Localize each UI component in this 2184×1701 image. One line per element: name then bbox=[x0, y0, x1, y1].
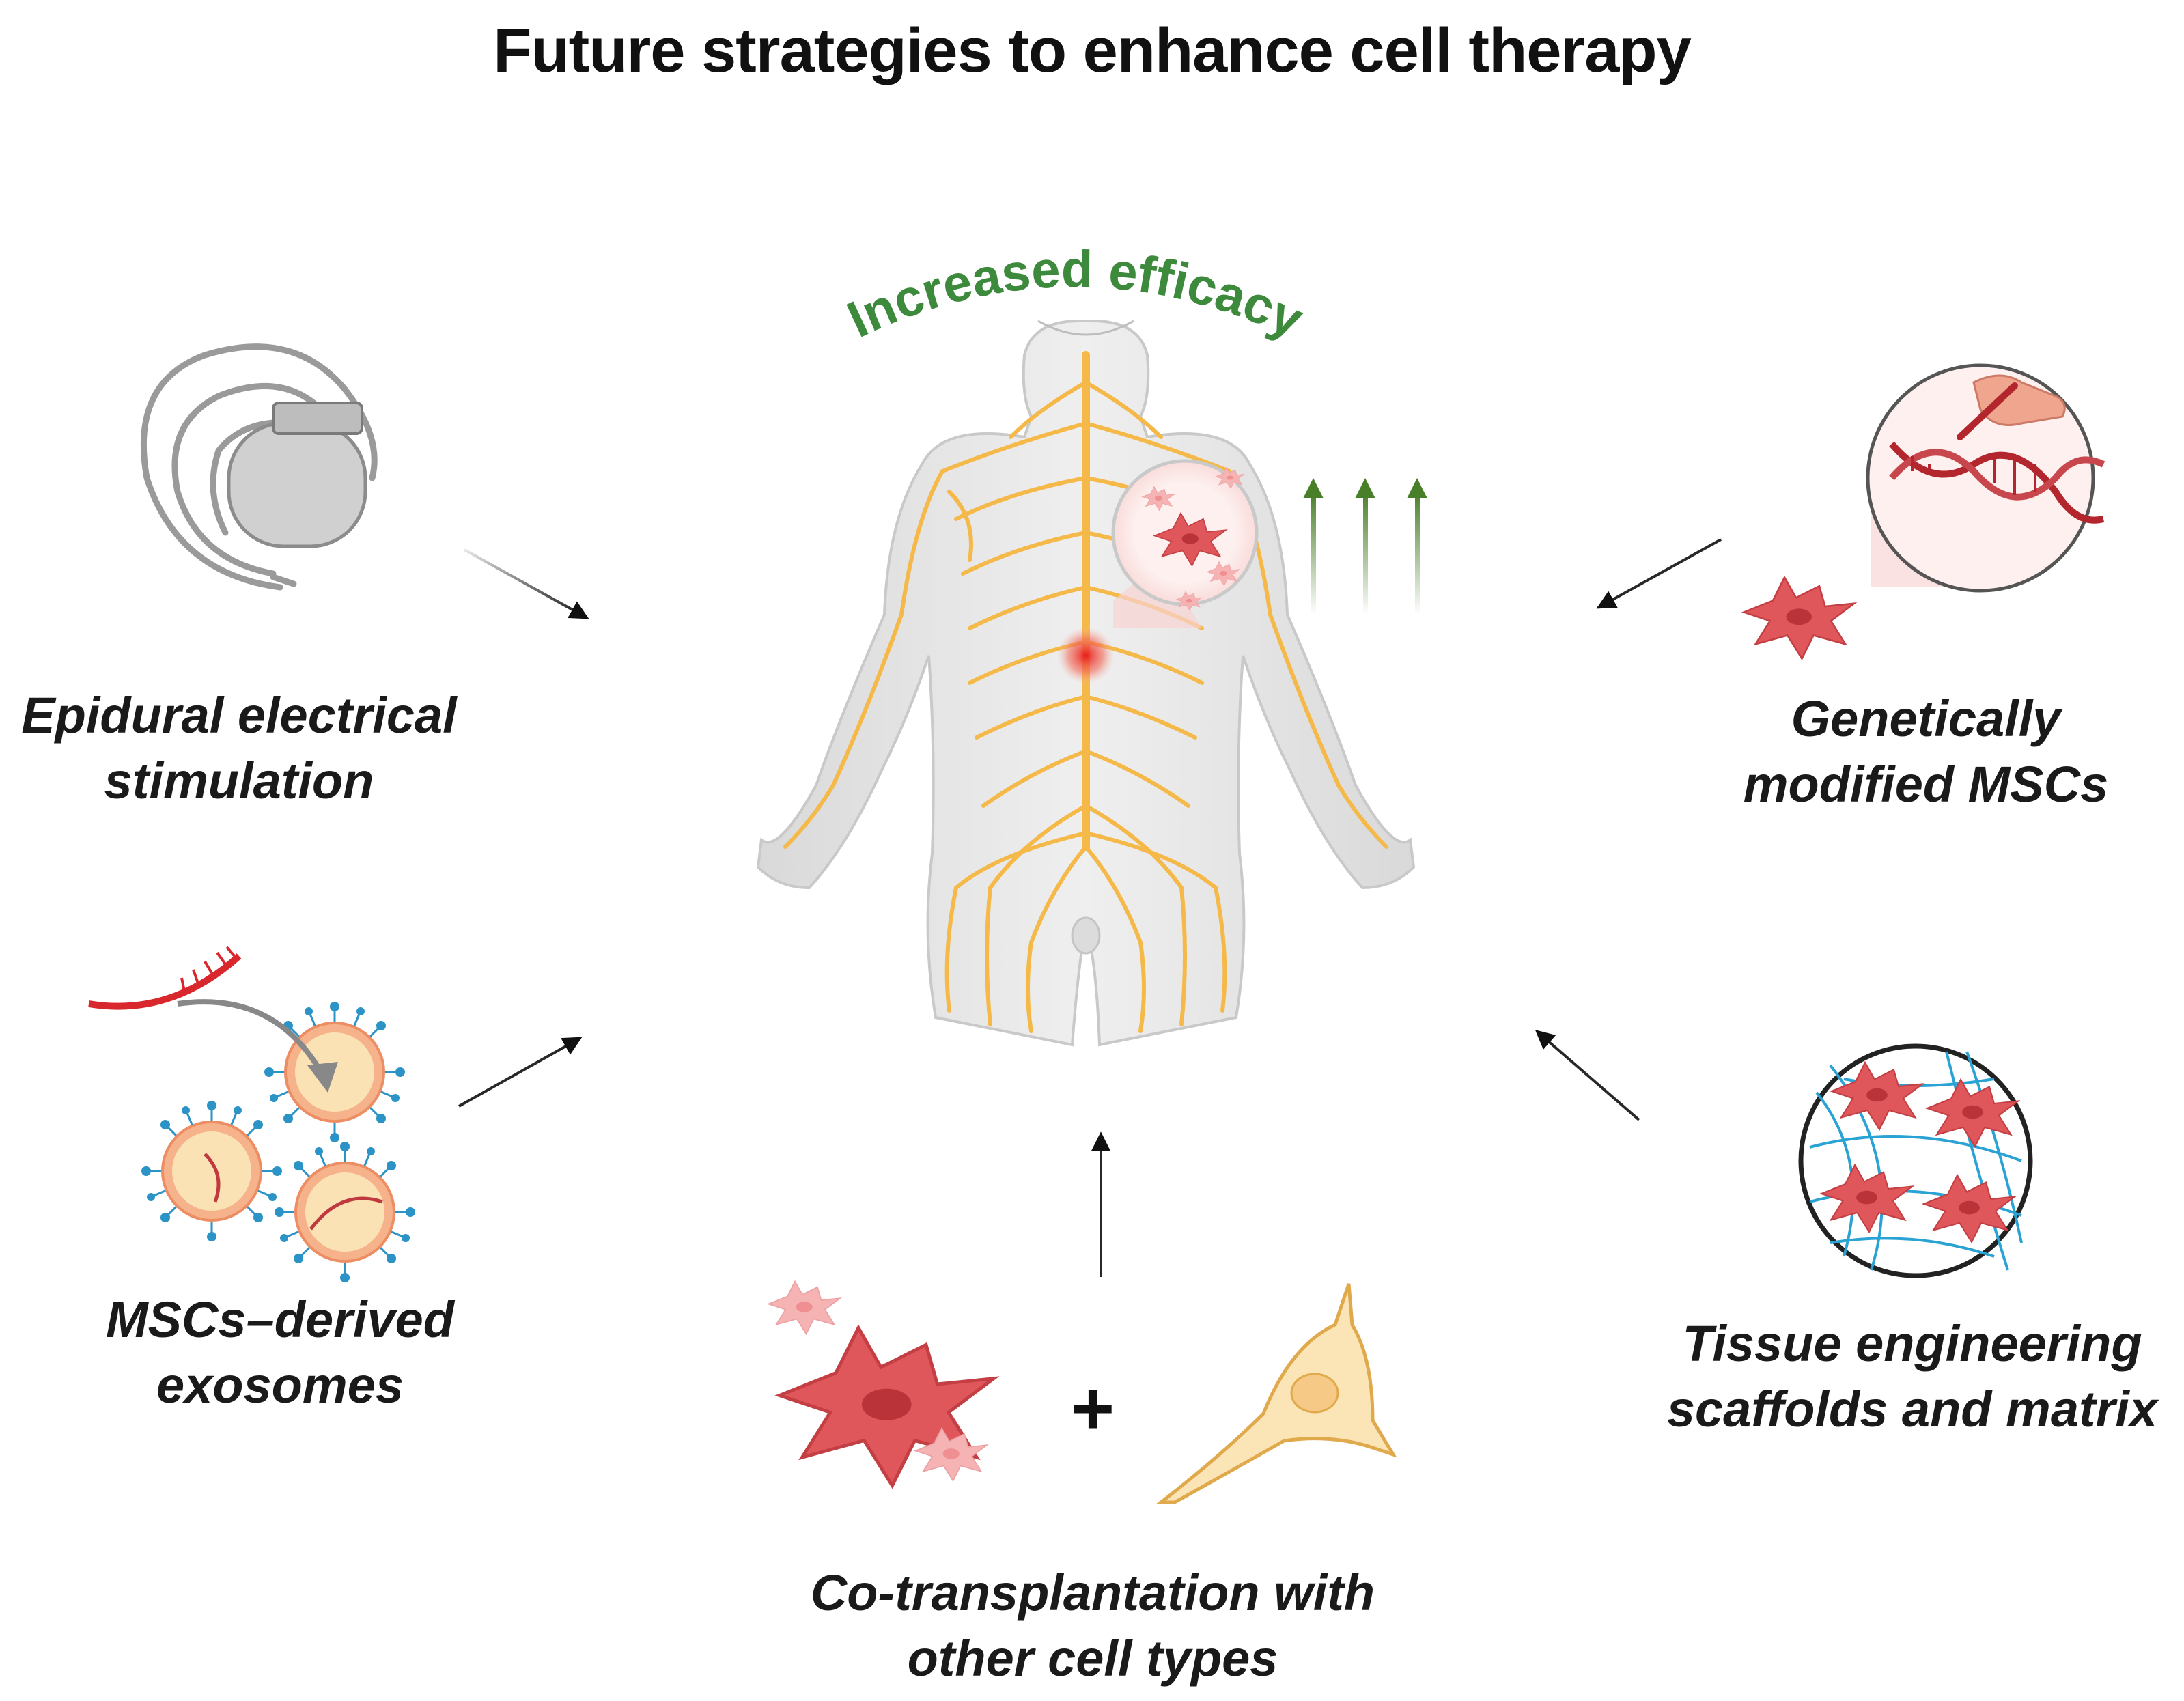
cotransplant-illustration bbox=[768, 1280, 1397, 1504]
label-tissue-line2: scaffolds and matrix bbox=[1666, 1381, 2158, 1437]
msc-zoom-callout bbox=[1111, 459, 1259, 628]
label-tissue-line1: Tissue engineering bbox=[1682, 1315, 2142, 1372]
label-exosomes-line2: exosomes bbox=[156, 1357, 404, 1414]
hand-pen-icon bbox=[1957, 374, 2066, 440]
label-genetic-line2: modified MSCs bbox=[1743, 756, 2109, 813]
label-genetic: Genetically modified MSCs bbox=[1700, 686, 2151, 817]
diagram-title: Future strategies to enhance cell therap… bbox=[493, 16, 1692, 85]
efficacy-up-arrows bbox=[1303, 478, 1427, 615]
label-tissue: Tissue engineering scaffolds and matrix bbox=[1646, 1311, 2179, 1442]
genetic-modification-illustration bbox=[1743, 363, 2105, 660]
injury-site bbox=[1057, 627, 1115, 684]
label-genetic-line1: Genetically bbox=[1791, 690, 2061, 747]
label-exosomes-line1: MSCs–derived bbox=[106, 1291, 454, 1348]
nervous-system bbox=[783, 351, 1388, 1033]
label-epidural: Epidural electrical stimulation bbox=[14, 683, 464, 814]
label-epidural-line2: stimulation bbox=[104, 753, 374, 809]
label-cotransplant-line2: other cell types bbox=[907, 1630, 1278, 1687]
epidural-stimulator-device bbox=[140, 343, 378, 591]
dna-helix-icon bbox=[1889, 441, 2105, 524]
label-epidural-line1: Epidural electrical bbox=[21, 687, 457, 744]
neuron-cell-icon bbox=[1156, 1283, 1397, 1504]
plus-sign: + bbox=[1071, 1366, 1115, 1450]
label-exosomes: MSCs–derived exosomes bbox=[55, 1287, 505, 1418]
label-cotransplant: Co-transplantation with other cell types bbox=[785, 1560, 1400, 1691]
label-cotransplant-line1: Co-transplantation with bbox=[810, 1564, 1375, 1621]
arrows-to-center bbox=[458, 538, 1722, 1277]
exosomes-illustration bbox=[88, 946, 417, 1284]
scaffold-illustration bbox=[1798, 1043, 2033, 1278]
